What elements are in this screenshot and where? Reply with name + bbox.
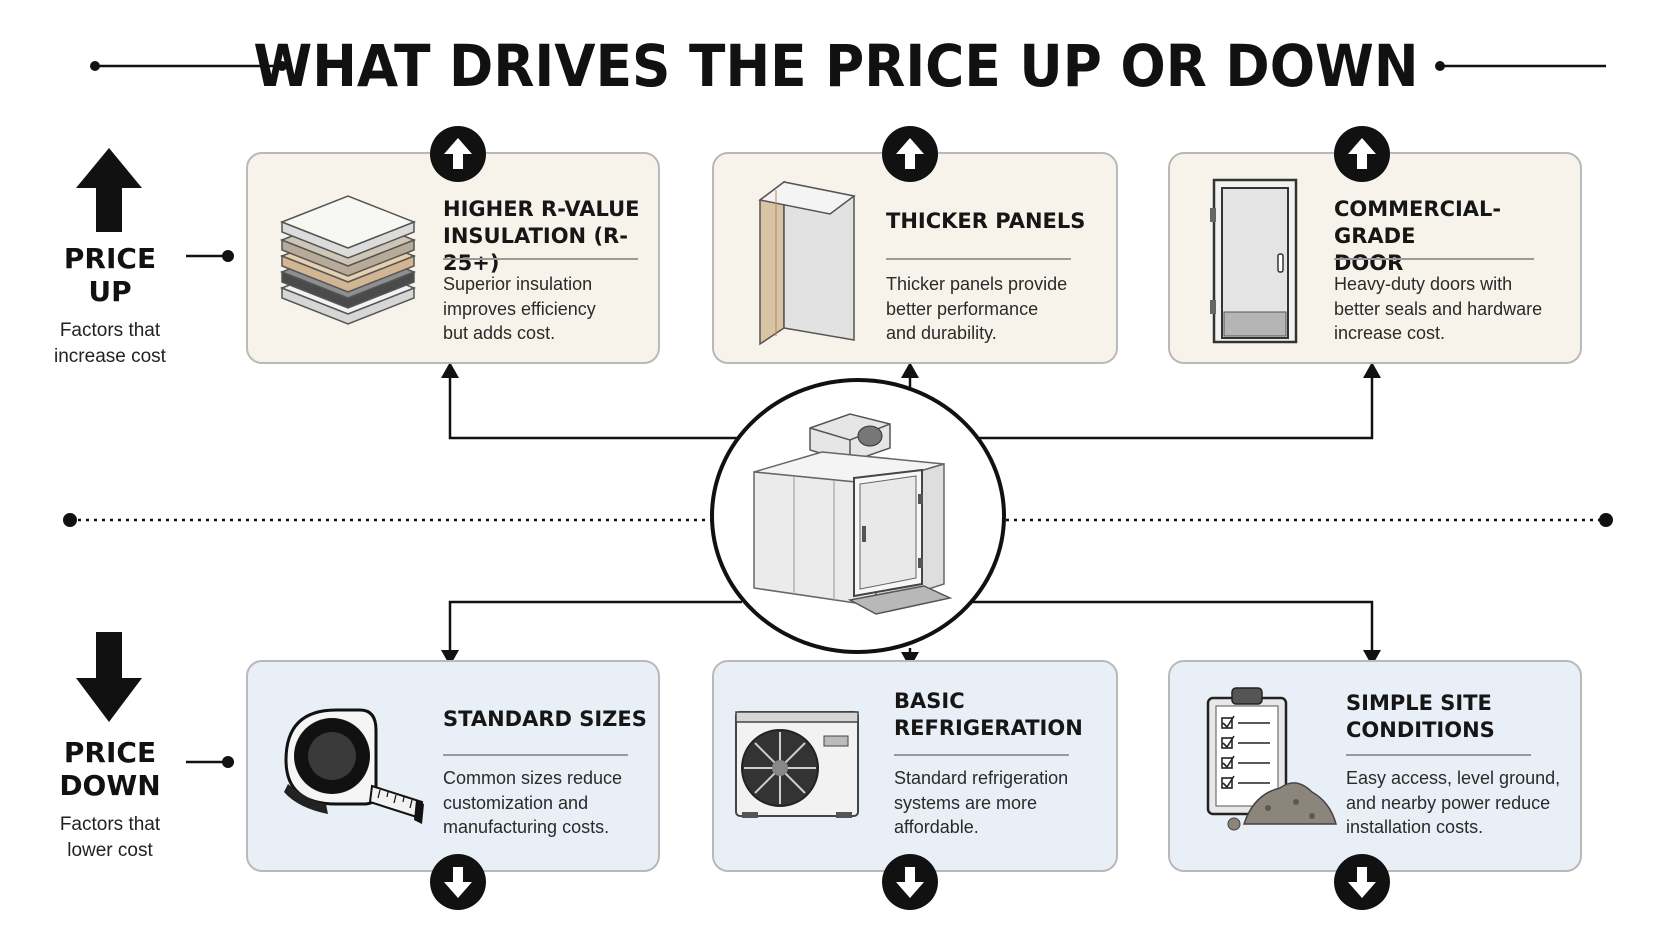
factor-card-refrigeration: BASIC REFRIGERATION Standard refrigerati… [712,660,1118,872]
arrow-down-icon [76,632,142,722]
page-title: WHAT DRIVES THE PRICE UP OR DOWN [253,32,1419,100]
card-divider [1346,754,1531,756]
card-description: Superior insulation improves efficiency … [443,274,596,343]
commercial-door-icon [1210,178,1298,344]
price-up-label: PRICE UP [63,242,157,308]
card-divider [443,258,638,260]
price-down-subtitle: Factors that lower cost [59,814,161,861]
arrow-up-icon [76,148,142,232]
card-title: SIMPLE SITE CONDITIONS [1346,691,1495,742]
arrow-up-icon [430,126,486,182]
card-title: STANDARD SIZES [443,707,647,731]
factor-card-panels: THICKER PANELS Thicker panels provide be… [712,152,1118,364]
tape-measure-icon [284,708,424,824]
card-divider [886,258,1071,260]
card-description: Common sizes reduce customization and ma… [443,768,623,837]
card-divider [1334,258,1534,260]
insulation-layers-icon [279,195,417,325]
arrow-up-icon [882,126,938,182]
arrow-down-icon [882,854,938,910]
factor-card-site-conditions: SIMPLE SITE CONDITIONS Easy access, leve… [1168,660,1582,872]
condenser-unit-icon [735,711,859,818]
arrow-up-icon [1334,126,1390,182]
card-title: BASIC REFRIGERATION [894,689,1083,740]
card-title: COMMERCIAL-GRADE DOOR [1334,197,1502,275]
card-description: Heavy-duty doors with better seals and h… [1334,274,1543,343]
price-up-subtitle: Factors that increase cost [54,320,166,367]
card-description: Standard refrigeration systems are more … [894,768,1069,837]
card-title: HIGHER R-VALUE INSULATION (R-25+) [443,197,640,275]
factor-card-door: COMMERCIAL-GRADE DOOR Heavy-duty doors w… [1168,152,1582,364]
walk-in-cooler-icon [710,378,1006,654]
card-divider [443,754,628,756]
factor-card-insulation: HIGHER R-VALUE INSULATION (R-25+) Superi… [246,152,660,364]
card-divider [894,754,1069,756]
card-title: THICKER PANELS [886,209,1086,233]
clipboard-gravel-icon [1206,687,1337,831]
thick-panel-icon [758,180,856,346]
arrow-down-icon [1334,854,1390,910]
card-description: Easy access, level ground, and nearby po… [1346,768,1561,837]
price-down-label: PRICE DOWN [59,736,161,802]
factor-card-standard-sizes: STANDARD SIZES Common sizes reduce custo… [246,660,660,872]
card-description: Thicker panels provide better performanc… [886,274,1068,343]
arrow-down-icon [430,854,486,910]
